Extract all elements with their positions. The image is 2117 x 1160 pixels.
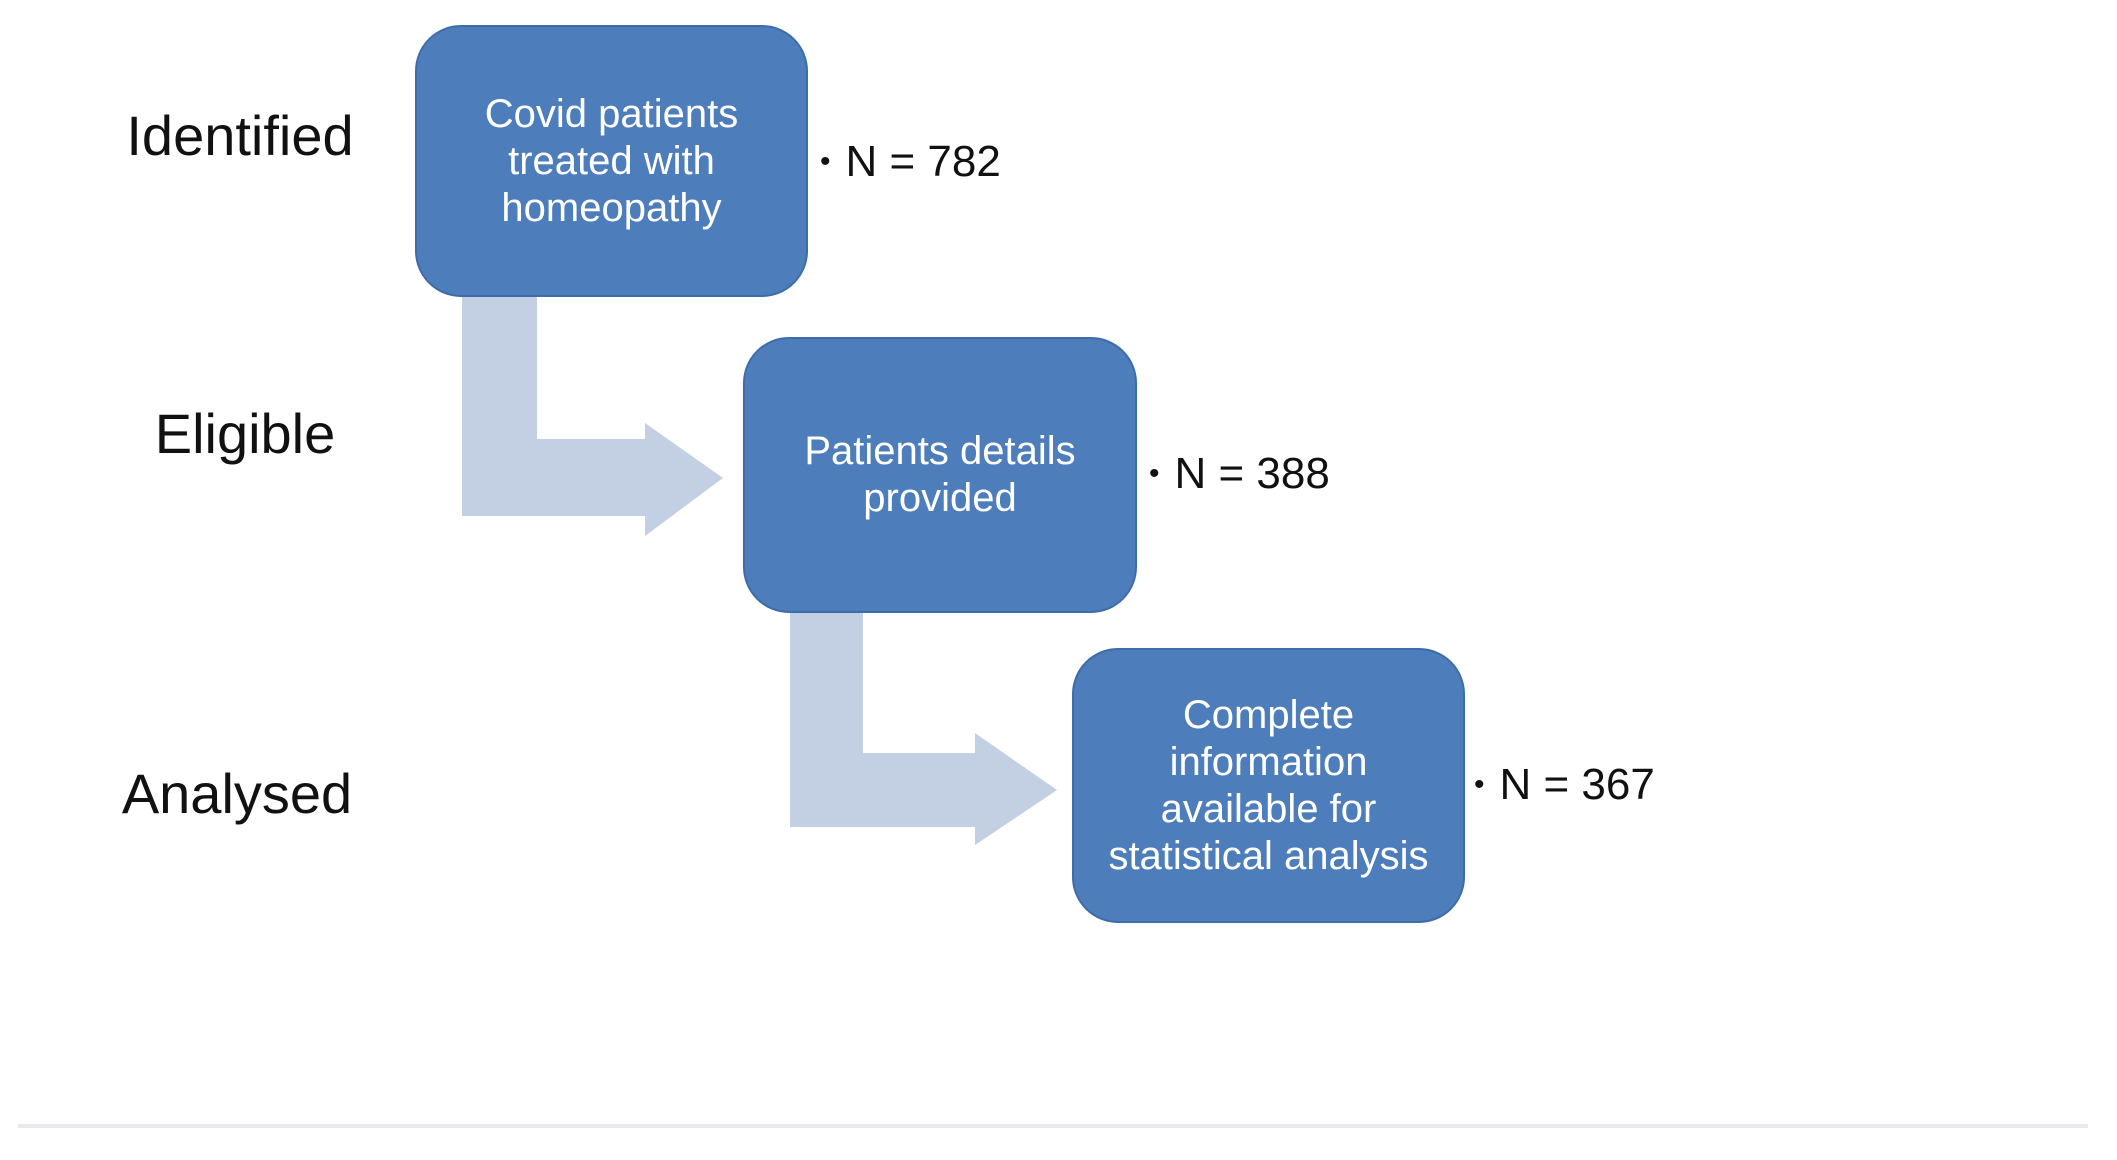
bullet-icon: •: [1149, 457, 1160, 490]
stage-label-eligible: Eligible: [154, 402, 336, 465]
count-text: N = 367: [1499, 760, 1655, 809]
process-box-eligible: Patients details provided: [743, 337, 1137, 613]
process-box-text: Complete information available for stati…: [1108, 692, 1429, 878]
process-box-identified: Covid patients treated with homeopathy: [415, 25, 808, 297]
stage-label-analysed: Analysed: [121, 762, 353, 825]
process-box-text: Patients details provided: [804, 429, 1076, 520]
count-text: N = 388: [1174, 449, 1330, 498]
bullet-icon: •: [820, 145, 831, 178]
count-text: N = 782: [845, 137, 1001, 186]
process-box-analysed: Complete information available for stati…: [1072, 648, 1465, 923]
elbow-arrow-icon: [462, 292, 723, 536]
count-label-analysed: • N = 367: [1474, 760, 1655, 810]
count-label-identified: • N = 782: [820, 137, 1001, 187]
process-box-text: Covid patients treated with homeopathy: [484, 91, 739, 230]
stage-label-identified: Identified: [126, 104, 354, 167]
bullet-icon: •: [1474, 768, 1485, 801]
elbow-arrow-icon: [790, 608, 1057, 845]
count-label-eligible: • N = 388: [1149, 449, 1330, 499]
footer-divider: [18, 1124, 2088, 1128]
